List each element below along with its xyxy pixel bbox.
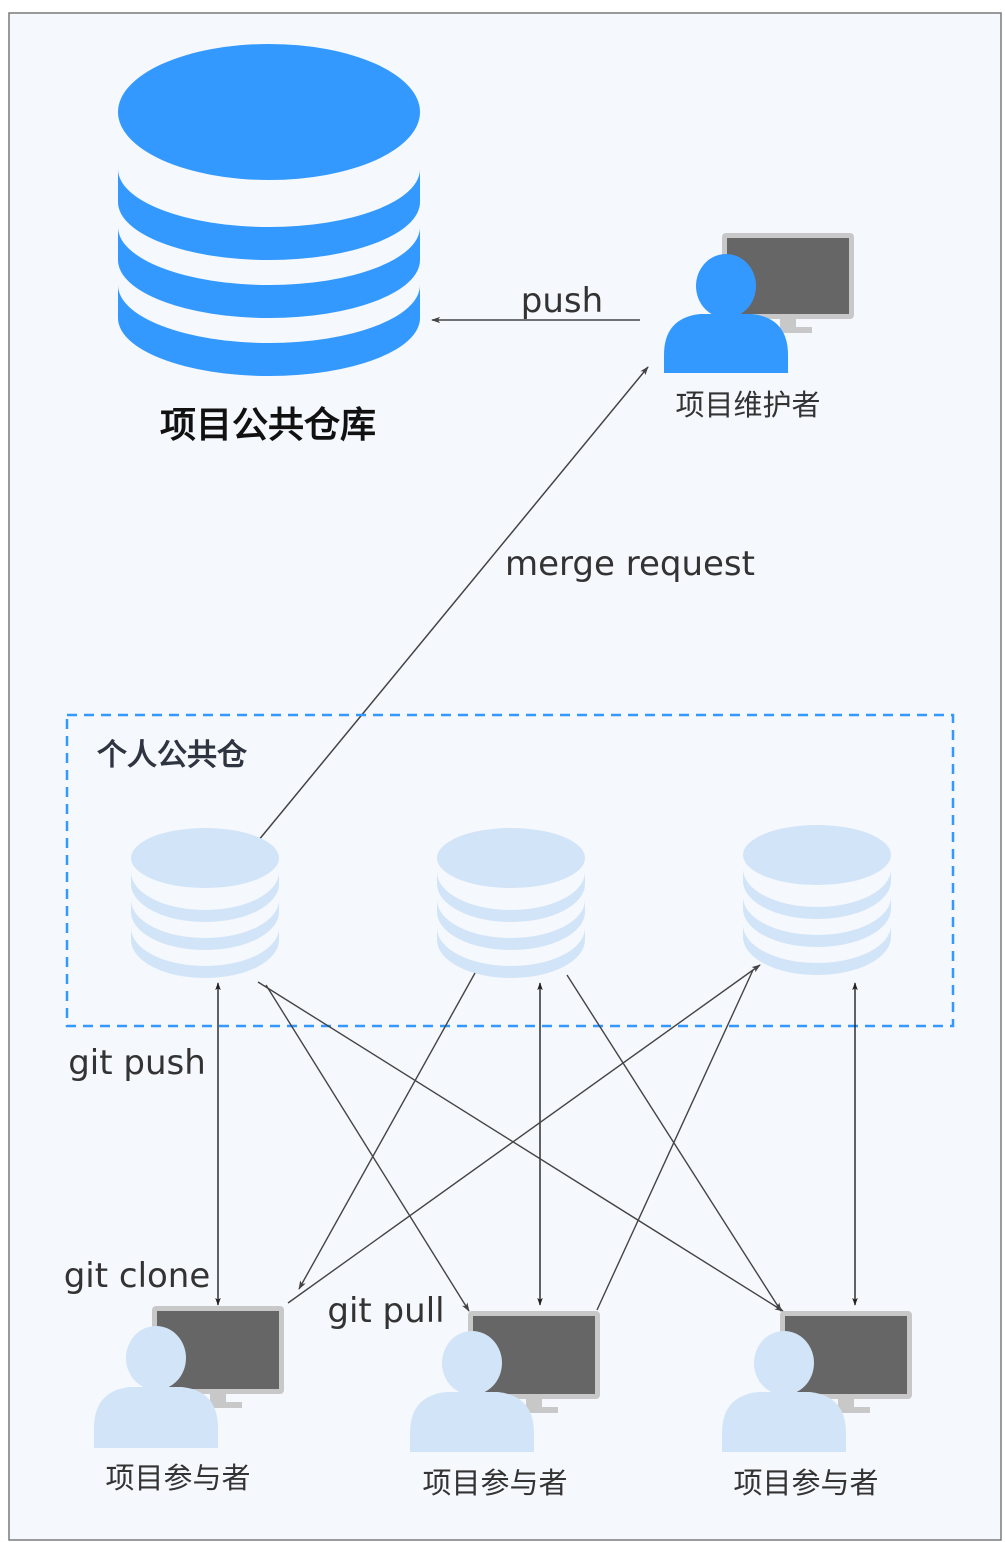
participant-3[interactable]: 项目参与者 [722, 1311, 912, 1500]
central-repo[interactable]: 项目公共仓库 [118, 44, 420, 446]
merge-request-label: merge request [505, 544, 755, 584]
database-icon [118, 44, 420, 376]
edge-repo3-participant1 [287, 964, 761, 1304]
group-border [65, 713, 955, 1028]
group-label: 个人公共仓 [97, 738, 248, 773]
user-computer-icon [94, 1306, 284, 1448]
personal-repos-group: 个人公共仓 [65, 713, 955, 1028]
edge-repo1-participant3 [257, 981, 784, 1312]
edge-repo3-participant2 [596, 969, 754, 1311]
personal-repo-3[interactable] [743, 825, 891, 975]
git-push-label: git push [68, 1043, 206, 1083]
participant-1[interactable]: 项目参与者 [94, 1306, 284, 1495]
user-computer-icon [664, 233, 854, 373]
participant-1-label: 项目参与者 [105, 1461, 250, 1495]
database-icon [743, 825, 891, 975]
participant-2-label: 项目参与者 [422, 1466, 567, 1500]
git-pull-label: git pull [327, 1291, 444, 1331]
git-clone-label: git clone [64, 1256, 211, 1296]
edge-repo1-participant2 [265, 984, 470, 1312]
personal-repo-2[interactable] [437, 828, 585, 978]
sync-edges [215, 964, 858, 1312]
participant-2[interactable]: 项目参与者 [410, 1311, 600, 1500]
personal-repo-1[interactable] [131, 828, 279, 978]
maintainer-label: 项目维护者 [675, 388, 820, 422]
push-label: push [521, 281, 603, 321]
database-icon [437, 828, 585, 978]
push-edge: push [431, 281, 640, 324]
maintainer[interactable]: 项目维护者 [664, 233, 854, 422]
merge-request-edge: merge request [257, 366, 755, 842]
user-computer-icon [722, 1311, 912, 1452]
database-icon [131, 828, 279, 978]
central-repo-label: 项目公共仓库 [160, 405, 376, 446]
edge-repo2-participant1 [298, 972, 476, 1290]
user-computer-icon [410, 1311, 600, 1452]
participant-3-label: 项目参与者 [733, 1466, 878, 1500]
